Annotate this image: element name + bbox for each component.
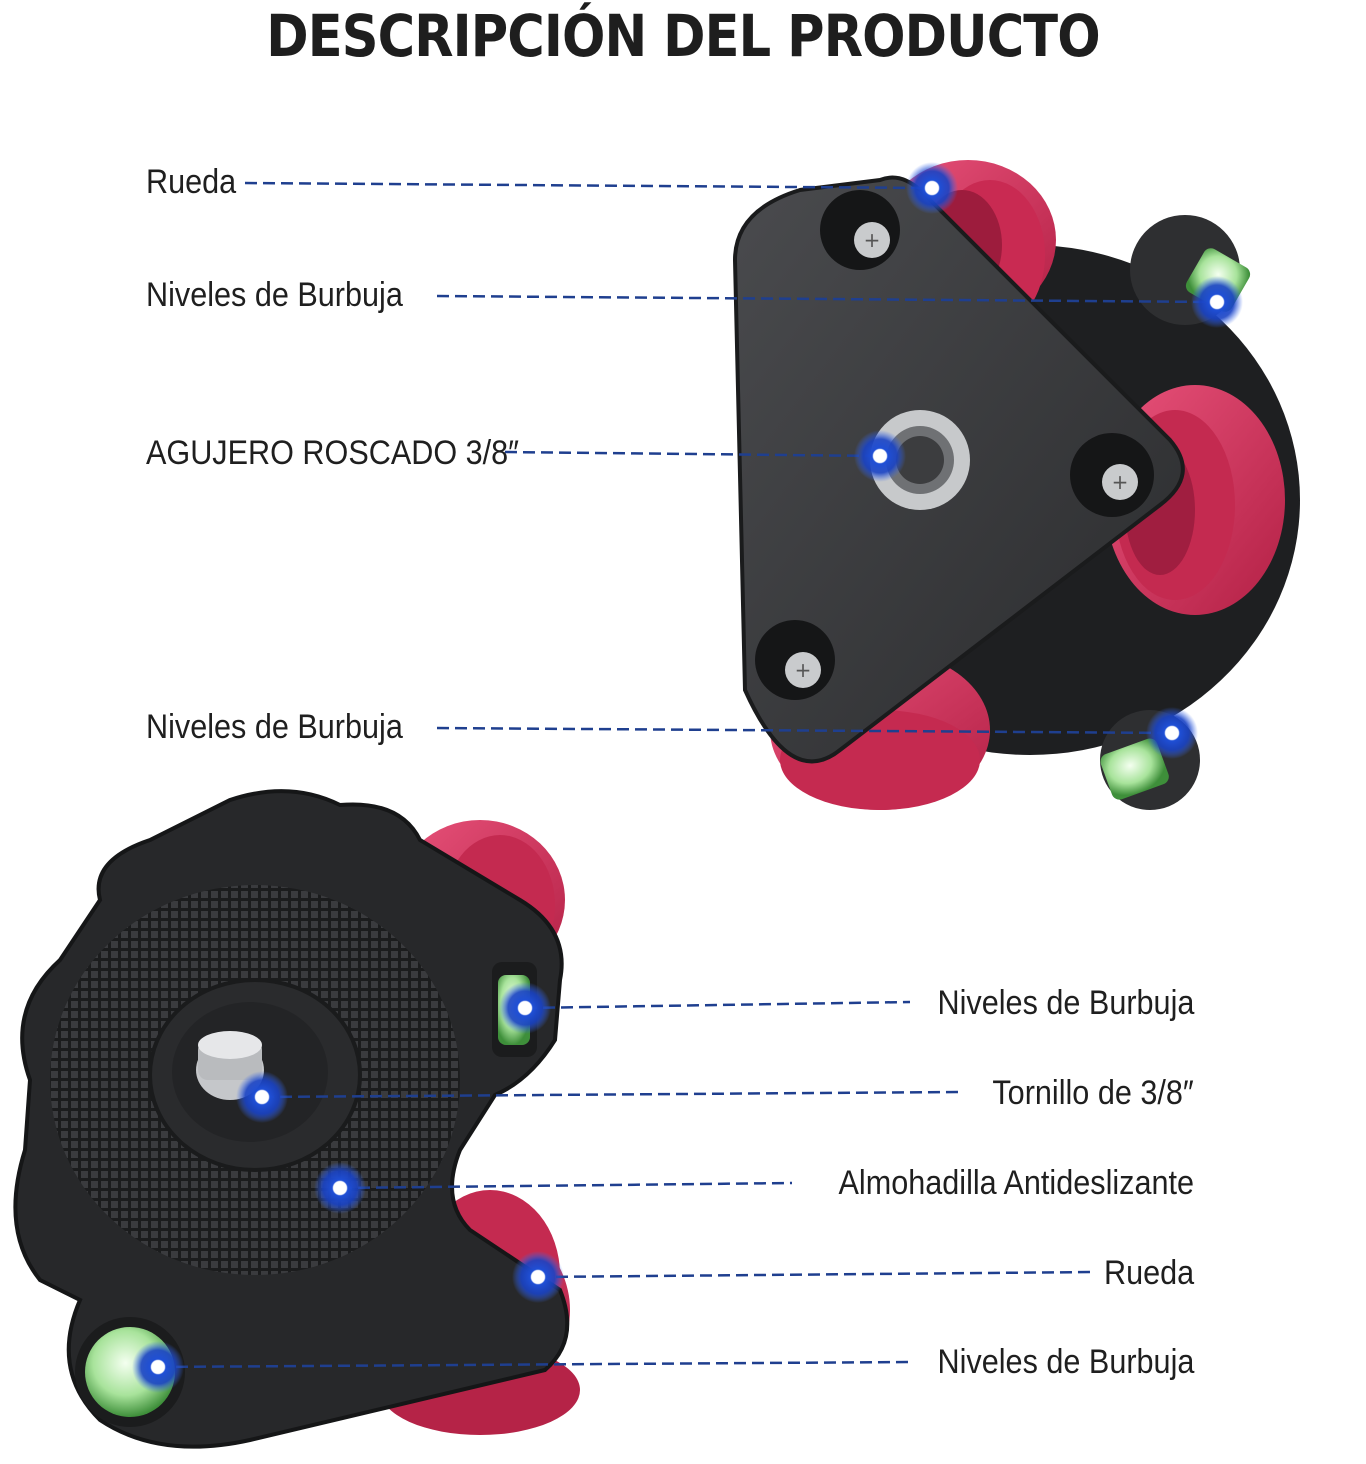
leader-top-niveles-2 [436,726,1173,735]
leader-bottom-almohadilla [339,1181,793,1190]
leader-lines [157,181,1216,1369]
bottom-leveling-base [13,789,580,1449]
svg-text:+: + [795,658,812,682]
top-bubble-level-lower [1100,738,1169,800]
marker-bottom-niveles-1 [499,982,551,1034]
label-top-agujero: AGUJERO ROSCADO 3/8″ [146,434,520,472]
marker-top-rueda [906,162,958,214]
leader-bottom-rueda [537,1270,1096,1279]
marker-bottom-rueda [512,1251,564,1303]
label-bottom-almohadilla: Almohadilla Antideslizante [838,1164,1194,1202]
top-leveling-base: + + + [732,160,1300,810]
leader-bottom-niveles-1 [524,1000,911,1010]
markers [132,162,1243,1393]
leader-bottom-tornillo [261,1090,961,1099]
marker-bottom-almohadilla [314,1162,366,1214]
label-top-rueda: Rueda [146,163,237,201]
marker-bottom-tornillo [236,1071,288,1123]
label-bottom-niveles-1: Niveles de Burbuja [937,984,1194,1022]
label-top-niveles-2: Niveles de Burbuja [146,708,403,746]
top-screw-1: + [820,190,900,270]
marker-top-niveles-2 [1146,707,1198,759]
marker-top-niveles-1 [1191,276,1243,328]
svg-text:+: + [864,228,881,252]
leader-top-agujero [504,450,881,458]
top-screw-3: + [755,620,835,700]
label-top-niveles-1: Niveles de Burbuja [146,276,403,314]
label-bottom-niveles-2: Niveles de Burbuja [937,1343,1194,1381]
label-bottom-rueda: Rueda [1103,1254,1194,1292]
svg-text:+: + [1112,470,1129,494]
marker-bottom-niveles-2 [132,1341,184,1393]
marker-top-agujero [854,430,906,482]
label-bottom-tornillo: Tornillo de 3/8″ [992,1074,1194,1112]
leader-top-niveles-1 [436,294,1216,304]
page-title: DESCRIPCIÓN DEL PRODUCTO [266,2,1100,70]
leader-top-rueda [244,181,931,190]
top-screw-2: + [1070,433,1154,517]
